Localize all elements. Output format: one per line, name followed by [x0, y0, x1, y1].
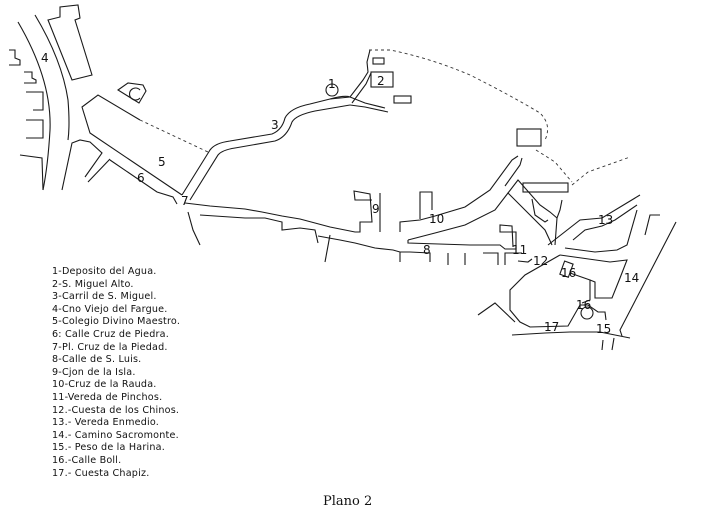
legend-item: 4-Cno Viejo del Fargue.	[52, 303, 168, 315]
label-9: 9	[372, 202, 380, 216]
label-2: 2	[377, 74, 385, 88]
street-15-edge	[601, 339, 604, 351]
plaza-5-dashed-edge	[139, 119, 209, 153]
road-to-2	[329, 49, 371, 100]
road-3-edge	[181, 95, 351, 196]
legend-item: 5-Colegio Divino Maestro.	[52, 316, 181, 328]
street-edge	[644, 214, 660, 236]
street-fork	[507, 179, 563, 219]
label-5: 5	[158, 155, 166, 169]
street-14-edge	[619, 221, 677, 337]
legend-item: 16.-Calle Boll.	[52, 454, 122, 466]
street-13-edge	[547, 194, 641, 246]
street-8-bottom-edge	[187, 211, 201, 246]
legend-item: 3-Carril de S. Miguel.	[52, 291, 157, 303]
building	[372, 57, 385, 65]
street-10	[399, 155, 519, 232]
legend-item: 17.- Cuesta Chapiz.	[52, 467, 150, 479]
label-11: 11	[512, 243, 527, 257]
map-caption: Plano 2	[323, 494, 373, 509]
water-deposit-circle	[325, 83, 339, 97]
street-17-edge	[511, 331, 631, 339]
legend-item: 1-Deposito del Agua.	[52, 266, 157, 277]
block	[26, 91, 44, 111]
label-13: 13	[598, 213, 613, 227]
block	[26, 119, 44, 139]
building	[522, 182, 569, 193]
plaza-5-edge	[81, 94, 183, 196]
street-10	[419, 191, 433, 219]
legend-item: 10-Cruz de la Rauda.	[52, 379, 157, 391]
road-to-2	[351, 72, 372, 104]
street-8-edge	[400, 251, 431, 262]
building	[516, 128, 542, 147]
label-12: 12	[533, 254, 548, 268]
street-8-bottom-edge	[317, 235, 401, 262]
legend-item: 15.- Peso de la Harina.	[52, 442, 165, 454]
legend-item: 12.-Cuesta de los Chinos.	[52, 404, 180, 416]
label-1: 1	[328, 77, 336, 91]
label-16b: 16	[576, 298, 591, 312]
street-16-edge	[569, 272, 591, 304]
street-8-edge	[483, 252, 499, 265]
dashed-boundary	[369, 49, 549, 141]
street-12-arrow	[517, 258, 533, 263]
legend-item: 13.- Vereda Enmedio.	[52, 417, 160, 429]
label-10: 10	[429, 212, 444, 226]
street-10	[504, 157, 523, 187]
building-san-miguel	[370, 71, 394, 88]
street-8-edge	[504, 252, 522, 265]
road-4-outer-edge	[17, 21, 51, 191]
street-fork	[554, 217, 558, 246]
block	[19, 154, 44, 191]
street-8-top-edge	[184, 190, 373, 233]
label-16a: 16	[561, 266, 576, 280]
label-17: 17	[544, 320, 559, 334]
cross-street	[324, 234, 331, 263]
street-13-edge	[564, 209, 638, 253]
street-15-edge	[611, 337, 615, 351]
legend: 1-Deposito del Agua. 2-S. Miguel Alto. 3…	[52, 266, 180, 480]
label-14: 14	[624, 271, 639, 285]
branch-road	[349, 104, 389, 113]
branch-road	[349, 96, 386, 109]
label-8: 8	[423, 243, 431, 257]
label-3: 3	[271, 118, 279, 132]
street-6-edge	[109, 159, 178, 205]
legend-item: 11-Vereda de Pinchos.	[52, 391, 163, 403]
street-fork	[531, 198, 549, 223]
legend-item: 9-Cjon de la Isla.	[52, 366, 136, 378]
side-street	[87, 158, 111, 183]
dashed-boundary	[571, 156, 631, 186]
label-4: 4	[41, 51, 49, 65]
building-c	[117, 82, 147, 104]
building-boll	[559, 260, 574, 278]
block	[24, 71, 37, 84]
side-street	[61, 139, 103, 191]
block	[9, 49, 21, 66]
building	[393, 95, 412, 104]
street-17-edge	[477, 302, 516, 323]
building-long	[47, 4, 93, 81]
peso-harina-circle	[580, 306, 594, 320]
label-6: 6	[137, 171, 145, 185]
street-8-bottom-edge	[199, 214, 319, 244]
street-10	[407, 192, 553, 246]
legend-item: 6: Calle Cruz de Piedra.	[52, 328, 170, 340]
building-c-arc	[129, 87, 141, 101]
legend-item: 7-Pl. Cruz de la Piedad.	[52, 341, 168, 353]
dashed-boundary	[535, 149, 573, 183]
label-7: 7	[181, 194, 189, 208]
road-3-edge	[189, 104, 351, 201]
label-15: 15	[596, 322, 611, 336]
street-14-edge	[559, 254, 628, 299]
street-8-edge	[407, 224, 517, 250]
legend-item: 14.- Camino Sacromonte.	[52, 429, 179, 441]
road-4-inner-edge	[34, 14, 70, 141]
street-13-edge	[572, 204, 638, 241]
legend-item: 2-S. Miguel Alto.	[52, 278, 134, 290]
street-16-17-edge	[509, 254, 607, 328]
legend-item: 8-Calle de S. Luis.	[52, 354, 142, 366]
